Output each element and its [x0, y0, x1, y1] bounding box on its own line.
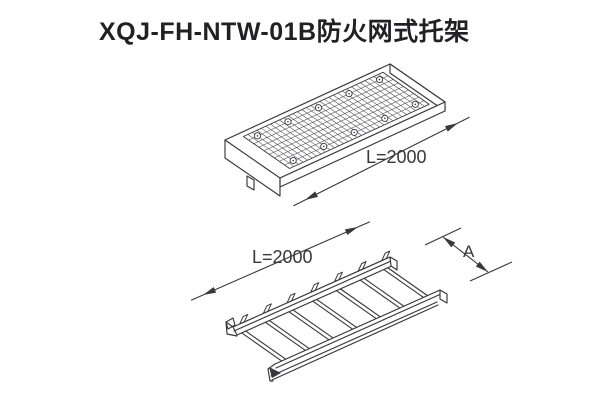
- ladder-front-rail-bottom-lip: [271, 304, 439, 381]
- width-extension-line-top: [424, 227, 462, 246]
- bolt-center-dot: [292, 159, 295, 162]
- ladder-front-rail-bottom-edge: [270, 301, 438, 377]
- ladder-rungs: [241, 267, 431, 363]
- bolt-center-dot: [348, 92, 350, 95]
- ladder-back-rail-left-edge: [225, 321, 238, 337]
- ladder-width-dimension: [442, 236, 489, 273]
- mesh-grid: [247, 74, 425, 167]
- ladder-front-rail-end-cap: [439, 289, 448, 304]
- ladder-length-dimension: [190, 221, 371, 301]
- ladder-back-rail-end-cap: [389, 256, 398, 271]
- dimension-arrowhead: [305, 191, 319, 200]
- ladder-back-rail-lip: [233, 260, 392, 332]
- dimension-arrowhead: [444, 123, 458, 132]
- bolt-center-dot: [353, 131, 356, 134]
- ladder-front-rail-top-edge: [274, 289, 441, 365]
- ladder-tray-view: [225, 250, 448, 382]
- dimension-arrowhead: [344, 227, 358, 236]
- page-title: XQJ-FH-NTW-01B防火网式托架: [99, 18, 470, 46]
- ladder-width-label: A: [463, 242, 475, 261]
- dimension-arrowhead: [475, 261, 488, 272]
- mesh-bolts: [253, 76, 419, 165]
- bolt-center-dot: [256, 135, 259, 137]
- mesh-tray-view: [224, 63, 446, 197]
- ladder-front-rail-left-end: [267, 363, 276, 382]
- bolt-center-dot: [378, 78, 381, 81]
- ladder-front-rail-left-lip: [269, 367, 281, 378]
- dimension-arrowhead: [203, 286, 217, 295]
- mesh-tray-length-dimension: [293, 116, 470, 207]
- dimension-arrowhead: [443, 237, 456, 248]
- bolt-center-dot: [317, 106, 320, 109]
- bolt-center-dot: [414, 103, 417, 106]
- bolt-center-dot: [383, 117, 386, 120]
- bolt-center-dot: [287, 120, 289, 123]
- ladder-length-label: L=2000: [252, 247, 313, 267]
- mesh-tray-flange-tab: [246, 175, 255, 191]
- ladder-front-rail-lip: [275, 293, 442, 369]
- bolt-center-dot: [322, 145, 325, 148]
- mesh-tray-left-flange: [224, 139, 281, 197]
- mesh-tray-length-label: L=2000: [366, 147, 427, 167]
- width-extension-line-bottom: [469, 261, 513, 282]
